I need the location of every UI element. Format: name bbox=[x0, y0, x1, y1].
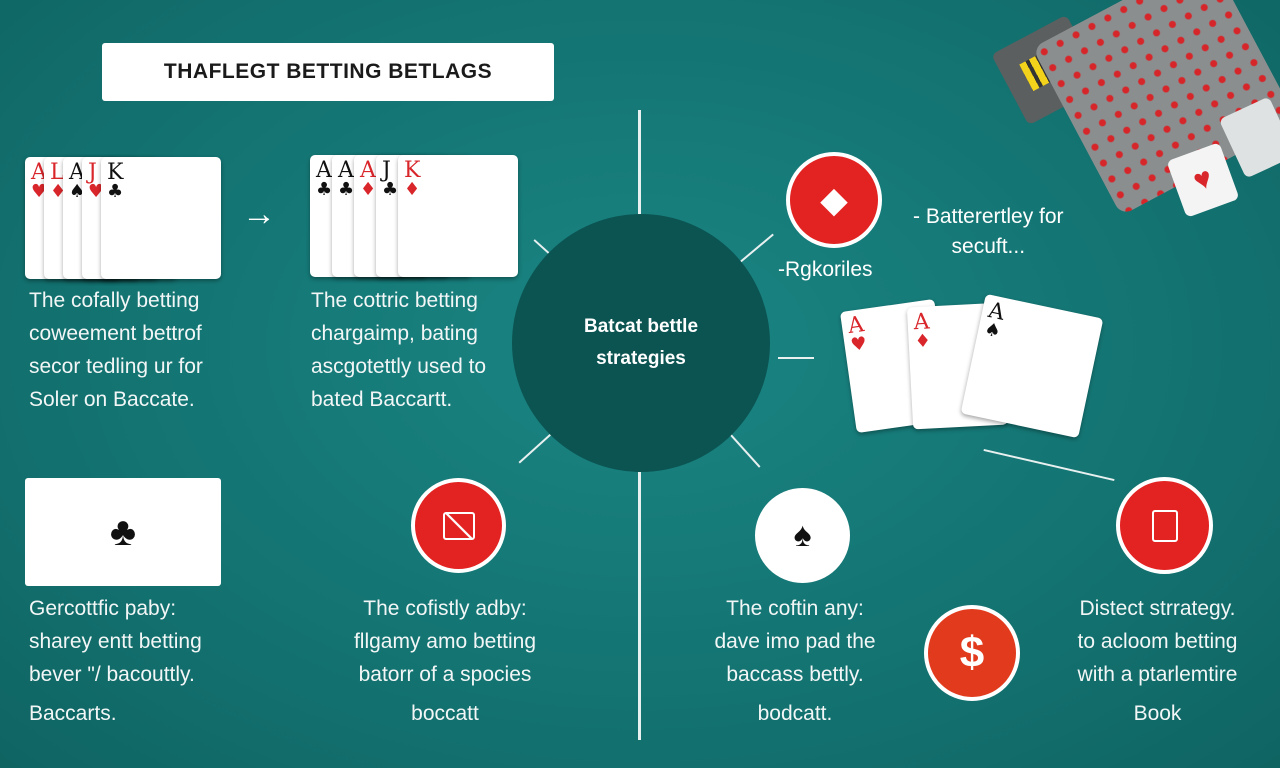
divider bbox=[638, 110, 641, 270]
card-rank: A bbox=[338, 158, 354, 183]
card-suit: ♣ bbox=[107, 181, 124, 202]
connector bbox=[778, 357, 814, 359]
card-suit: ♥ bbox=[31, 181, 48, 202]
document-icon bbox=[1116, 477, 1213, 574]
card-rank: J bbox=[382, 158, 391, 183]
card-rank: K bbox=[107, 160, 124, 185]
spade-icon: ♠ bbox=[755, 488, 850, 583]
card-suit: ♣ bbox=[316, 179, 333, 200]
connector bbox=[983, 448, 1115, 482]
card-rank: J bbox=[88, 160, 97, 185]
calculator-illustration: ♥ bbox=[991, 0, 1280, 218]
arrow-icon: → bbox=[242, 195, 276, 233]
chart-icon bbox=[411, 478, 506, 573]
divider bbox=[638, 440, 641, 740]
playing-card: K♦ bbox=[398, 155, 518, 277]
diamond-icon: ◆ bbox=[786, 152, 882, 248]
playing-card: A♠ bbox=[960, 293, 1104, 439]
card-suit: ♣ bbox=[382, 179, 399, 200]
card-suit: ♠ bbox=[69, 181, 86, 202]
right-label-2: -Rgkoriles bbox=[778, 258, 873, 281]
playing-card: K♣ bbox=[101, 157, 221, 279]
dollar-icon: $ bbox=[924, 605, 1020, 701]
card-rank: L bbox=[50, 160, 65, 185]
card-rank: A bbox=[31, 160, 47, 185]
page-title: THAFLEGT BETTING BETLAGS bbox=[102, 43, 554, 101]
card-rank: A bbox=[360, 158, 376, 183]
club-icon: ♣ bbox=[25, 478, 221, 586]
card-suit: ♦ bbox=[404, 179, 421, 200]
card-rank: K bbox=[404, 158, 421, 183]
card-suit: ♦ bbox=[50, 181, 67, 202]
card-rank: A bbox=[316, 158, 332, 183]
card-rank: A bbox=[69, 160, 85, 185]
card-suit: ♣ bbox=[338, 179, 355, 200]
card-suit: ♦ bbox=[360, 179, 377, 200]
card-suit: ♥ bbox=[88, 181, 105, 202]
